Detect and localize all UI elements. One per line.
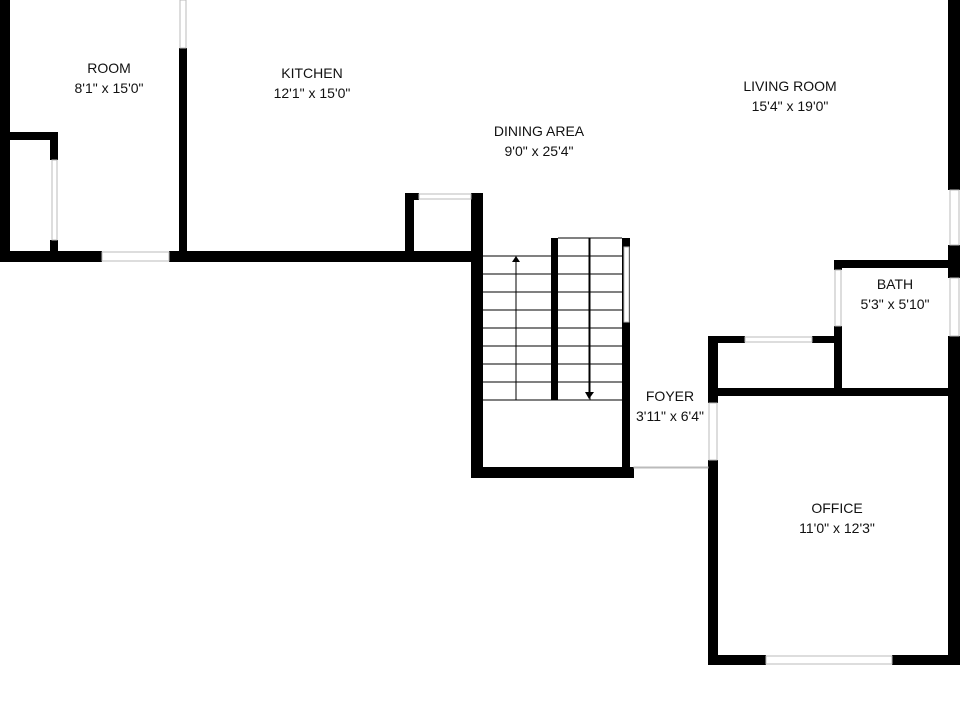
room-size: 12'1" x 15'0" xyxy=(273,85,351,101)
room-label-office: OFFICE 11'0" x 12'3" xyxy=(757,498,917,538)
room-name: ROOM xyxy=(87,60,131,76)
room-size: 15'4" x 19'0" xyxy=(751,98,829,114)
room-size: 3'11" x 6'4" xyxy=(636,408,704,424)
room-label-kitchen: KITCHEN 12'1" x 15'0" xyxy=(232,63,392,103)
room-name: FOYER xyxy=(645,388,695,404)
room-size: 5'3" x 5'10" xyxy=(860,296,930,312)
room-name: DINING AREA xyxy=(493,123,585,139)
room-name: OFFICE xyxy=(811,500,863,516)
room-name: KITCHEN xyxy=(281,65,343,81)
room-label-living-room: LIVING ROOM 15'4" x 19'0" xyxy=(710,76,870,116)
room-label-room: ROOM 8'1" x 15'0" xyxy=(29,58,189,98)
room-label-dining-area: DINING AREA 9'0" x 25'4" xyxy=(459,121,619,161)
stair-up-arrow-icon xyxy=(512,256,520,262)
windows xyxy=(51,0,960,665)
room-name: LIVING ROOM xyxy=(743,78,837,94)
room-name: BATH xyxy=(876,276,914,292)
stairs xyxy=(483,237,622,401)
room-size: 8'1" x 15'0" xyxy=(74,80,144,96)
walls xyxy=(0,0,960,665)
stair-down-arrow-icon xyxy=(585,392,594,399)
room-size: 11'0" x 12'3" xyxy=(799,520,875,536)
room-label-foyer: FOYER 3'11" x 6'4" xyxy=(590,386,750,426)
room-label-bath: BATH 5'3" x 5'10" xyxy=(815,274,960,314)
room-size: 9'0" x 25'4" xyxy=(504,143,574,159)
